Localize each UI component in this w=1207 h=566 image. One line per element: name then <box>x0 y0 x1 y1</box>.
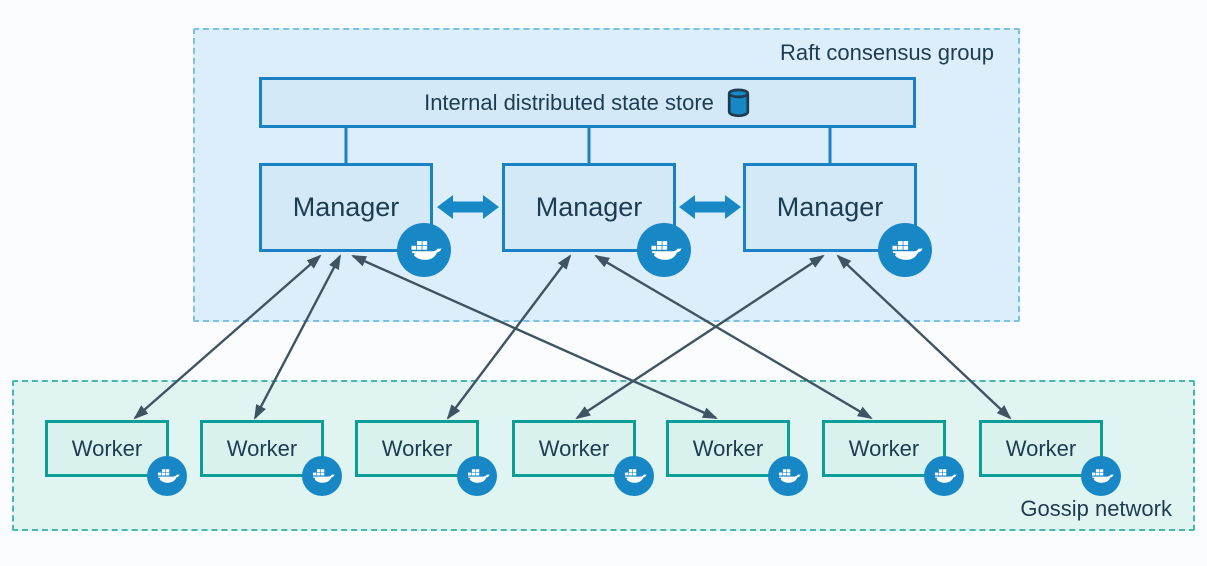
docker-whale-icon <box>147 456 187 496</box>
docker-whale-icon <box>302 456 342 496</box>
worker-label: Worker <box>692 435 764 461</box>
worker-label: Worker <box>381 435 453 461</box>
gossip-network-group: Gossip network Worker Worker Worker Work… <box>12 380 1195 531</box>
state-store-box: Internal distributed state store <box>259 77 916 128</box>
worker-label: Worker <box>538 435 610 461</box>
manager-node-1: Manager <box>259 163 433 252</box>
worker-label: Worker <box>1005 435 1077 461</box>
manager-label: Manager <box>292 192 400 222</box>
raft-group-label: Raft consensus group <box>779 40 994 65</box>
docker-whale-icon <box>1081 456 1121 496</box>
manager-label: Manager <box>776 192 884 222</box>
docker-whale-icon <box>457 456 497 496</box>
gossip-group-label: Gossip network <box>1020 496 1172 521</box>
state-store-label: Internal distributed state store <box>424 89 714 115</box>
worker-label: Worker <box>226 435 298 461</box>
docker-whale-icon <box>637 223 691 277</box>
manager-label: Manager <box>535 192 643 222</box>
docker-whale-icon <box>768 456 808 496</box>
docker-whale-icon <box>878 223 932 277</box>
docker-whale-icon <box>397 223 451 277</box>
raft-consensus-group: Raft consensus group Internal distribute… <box>193 28 1020 322</box>
worker-node-6: Worker <box>822 420 946 477</box>
worker-label: Worker <box>71 435 143 461</box>
worker-label: Worker <box>848 435 920 461</box>
docker-whale-icon <box>924 456 964 496</box>
database-icon <box>727 88 750 118</box>
docker-whale-icon <box>614 456 654 496</box>
